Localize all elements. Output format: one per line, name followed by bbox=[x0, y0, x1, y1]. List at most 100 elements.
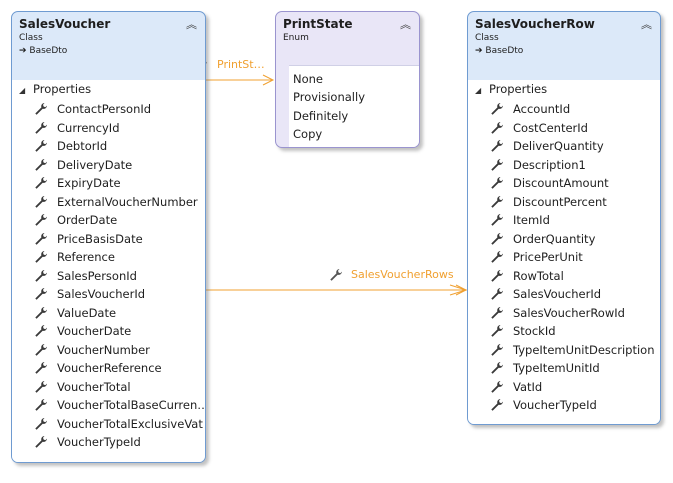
shape-base-type: ➔ BaseDto bbox=[19, 45, 199, 58]
wrench-icon bbox=[491, 362, 503, 375]
print-state-header[interactable]: PrintState Enum ︽ bbox=[276, 12, 419, 49]
double-chevron-up-icon[interactable]: ︽ bbox=[641, 18, 652, 31]
property-row[interactable]: VoucherTotal bbox=[12, 378, 205, 397]
property-name: ExternalVoucherNumber bbox=[57, 194, 198, 209]
wrench-icon bbox=[35, 399, 47, 412]
property-row[interactable]: ItemId bbox=[468, 211, 660, 230]
property-row[interactable]: TypeItemUnitId bbox=[468, 359, 660, 378]
property-row[interactable]: ExternalVoucherNumber bbox=[12, 193, 205, 212]
property-row[interactable]: TypeItemUnitDescription bbox=[468, 341, 660, 360]
wrench-icon bbox=[491, 214, 503, 227]
property-row[interactable]: Description1 bbox=[468, 156, 660, 175]
double-chevron-up-icon[interactable]: ︽ bbox=[186, 18, 197, 31]
property-name: StockId bbox=[513, 324, 556, 338]
property-name: VoucherTypeId bbox=[57, 435, 141, 449]
property-row[interactable]: SalesVoucherRowId bbox=[468, 304, 660, 323]
property-row[interactable]: VoucherDate bbox=[12, 322, 205, 341]
property-row[interactable]: PricePerUnit bbox=[468, 248, 660, 267]
property-name: PricePerUnit bbox=[513, 250, 583, 264]
property-row[interactable]: OrderQuantity bbox=[468, 230, 660, 249]
wrench-icon bbox=[35, 140, 47, 153]
property-name: SalesPersonId bbox=[57, 268, 137, 283]
property-row[interactable]: CurrencyId bbox=[12, 119, 205, 138]
property-row[interactable]: SalesPersonId bbox=[12, 267, 205, 286]
property-row[interactable]: DiscountAmount bbox=[468, 174, 660, 193]
property-row[interactable]: VoucherNumber bbox=[12, 341, 205, 360]
wrench-icon bbox=[35, 325, 47, 338]
property-row[interactable]: DiscountPercent bbox=[468, 193, 660, 212]
wrench-icon bbox=[35, 177, 47, 190]
triangle-down-icon[interactable]: ◢ bbox=[19, 86, 26, 95]
printstate-arrow-head bbox=[262, 74, 275, 86]
property-row[interactable]: AccountId bbox=[468, 100, 660, 119]
property-row[interactable]: ContactPersonId bbox=[12, 100, 205, 119]
wrench-icon bbox=[35, 158, 47, 171]
property-row[interactable]: VoucherReference bbox=[12, 359, 205, 378]
property-name: ItemId bbox=[513, 213, 550, 227]
property-row[interactable]: VatId bbox=[468, 378, 660, 397]
property-row[interactable]: CostCenterId bbox=[468, 119, 660, 138]
wrench-icon bbox=[35, 251, 47, 264]
property-row[interactable]: DeliveryDate bbox=[12, 156, 205, 175]
properties-section-header[interactable]: ◢ Properties bbox=[12, 80, 205, 100]
section-title: Properties bbox=[33, 82, 92, 96]
property-row[interactable]: Reference bbox=[12, 248, 205, 267]
wrench-icon bbox=[491, 158, 503, 171]
property-row[interactable]: DeliverQuantity bbox=[468, 137, 660, 156]
enum-value[interactable]: None bbox=[293, 72, 324, 86]
rows-connector-label[interactable]: SalesVoucherRows bbox=[351, 268, 454, 281]
double-chevron-up-icon[interactable]: ︽ bbox=[400, 18, 411, 31]
property-row[interactable]: VoucherTotalBaseCurren… bbox=[12, 396, 205, 415]
property-row[interactable]: ExpiryDate bbox=[12, 174, 205, 193]
property-row[interactable]: SalesVoucherId bbox=[468, 285, 660, 304]
sales-voucher-row-shape[interactable]: SalesVoucherRow Class ➔ BaseDto ︽ ◢Prope… bbox=[467, 11, 661, 425]
printstate-connector-label[interactable]: PrintSt… bbox=[217, 58, 265, 71]
property-name: SalesVoucherRowId bbox=[513, 305, 625, 320]
property-name: ExpiryDate bbox=[57, 176, 121, 190]
sales-voucher-header[interactable]: SalesVoucher Class ➔ BaseDto ︽ bbox=[12, 12, 205, 62]
property-row[interactable]: DebtorId bbox=[12, 137, 205, 156]
wrench-icon bbox=[35, 214, 47, 227]
property-name: ValueDate bbox=[57, 305, 117, 320]
wrench-icon bbox=[35, 362, 47, 375]
base-type-label: BaseDto bbox=[29, 46, 68, 56]
property-name: DebtorId bbox=[57, 139, 108, 153]
property-name: TypeItemUnitId bbox=[513, 361, 600, 375]
wrench-icon bbox=[35, 195, 47, 208]
enum-value[interactable]: Definitely bbox=[293, 108, 349, 123]
properties-section-header[interactable]: ◢Properties bbox=[468, 80, 660, 100]
property-row[interactable]: VoucherTypeId bbox=[468, 396, 660, 415]
triangle-down-icon[interactable]: ◢ bbox=[475, 86, 482, 95]
property-name: Description1 bbox=[513, 157, 586, 172]
wrench-icon bbox=[491, 195, 503, 208]
wrench-icon bbox=[491, 288, 503, 301]
wrench-icon bbox=[491, 306, 503, 319]
property-name: VoucherTotalBaseCurren… bbox=[57, 398, 206, 412]
property-row[interactable]: SalesVoucherId bbox=[12, 285, 205, 304]
property-row[interactable]: OrderDate bbox=[12, 211, 205, 230]
wrench-icon bbox=[35, 306, 47, 319]
property-row[interactable]: StockId bbox=[468, 322, 660, 341]
property-row[interactable]: RowTotal bbox=[468, 267, 660, 286]
property-name: VatId bbox=[513, 379, 543, 394]
wrench-icon bbox=[491, 251, 503, 264]
wrench-icon bbox=[491, 380, 503, 393]
property-row[interactable]: VoucherTotalExclusiveVat bbox=[12, 415, 205, 434]
property-name: SalesVoucherId bbox=[57, 287, 146, 301]
property-row[interactable]: ValueDate bbox=[12, 304, 205, 323]
property-name: CurrencyId bbox=[57, 120, 120, 135]
property-row[interactable]: PriceBasisDate bbox=[12, 230, 205, 249]
sales-voucher-shape[interactable]: SalesVoucher Class ➔ BaseDto ︽ ◢ Properti… bbox=[11, 11, 206, 463]
sales-voucher-row-header[interactable]: SalesVoucherRow Class ➔ BaseDto ︽ bbox=[468, 12, 660, 62]
property-name: VoucherTotalExclusiveVat bbox=[57, 416, 203, 431]
property-row[interactable]: VoucherTypeId bbox=[12, 433, 205, 452]
enum-value[interactable]: Copy bbox=[293, 126, 323, 141]
property-name: DiscountAmount bbox=[513, 176, 609, 190]
property-name: VoucherTypeId bbox=[513, 398, 597, 412]
wrench-icon bbox=[491, 399, 503, 412]
enum-value[interactable]: Provisionally bbox=[293, 90, 365, 105]
wrench-icon bbox=[35, 232, 47, 245]
